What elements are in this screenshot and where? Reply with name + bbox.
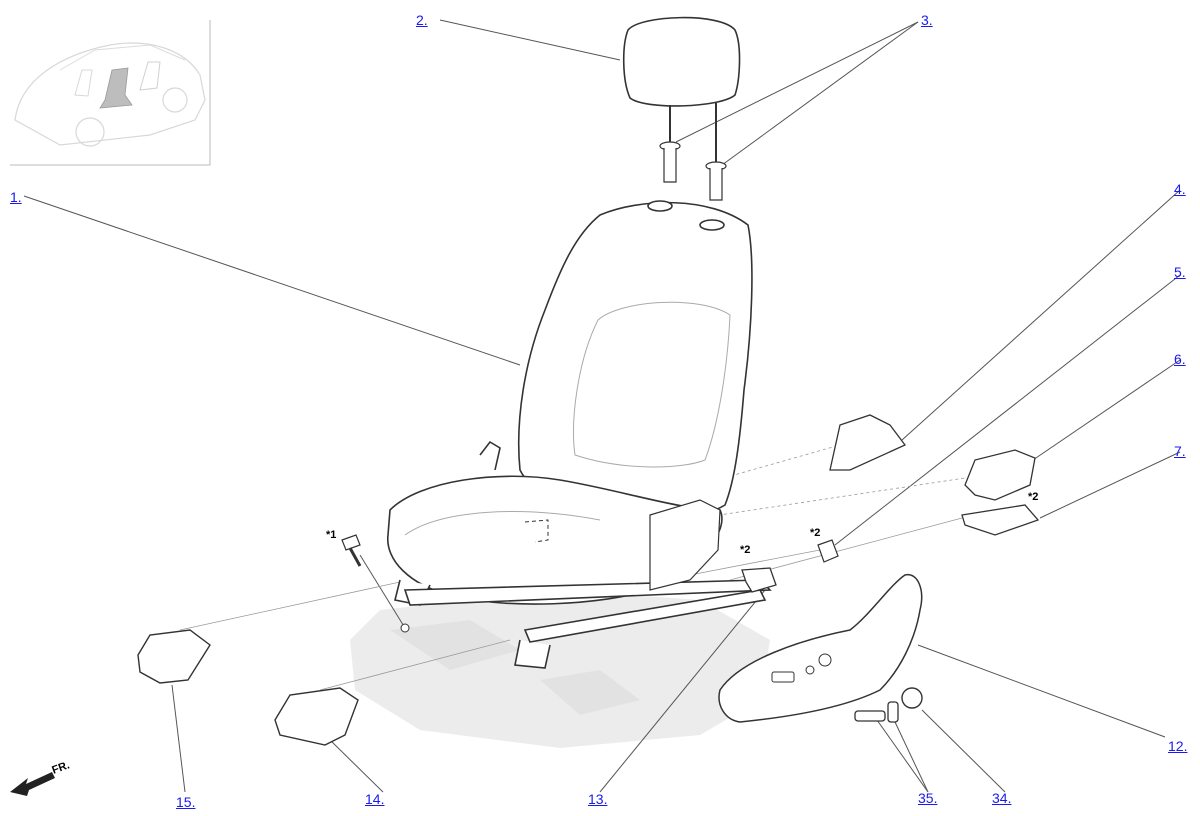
rail-cover-front-outer — [274, 687, 359, 746]
rail-cover-front-inner — [137, 629, 211, 684]
seat-hidden-lines — [524, 519, 549, 543]
note-star2-c: *2 — [1028, 491, 1039, 503]
callout-4[interactable]: 4. — [1174, 181, 1186, 197]
callout-35[interactable]: 35. — [918, 790, 938, 806]
note-star1: *1 — [326, 529, 337, 541]
front-seat-assembly — [387, 200, 772, 669]
recliner-cover-inner — [964, 449, 1036, 501]
leader-lines — [23, 19, 1181, 793]
callout-6[interactable]: 6. — [1174, 351, 1186, 367]
headrest-guides — [659, 141, 727, 201]
callout-15[interactable]: 15. — [176, 794, 196, 810]
switch-knobs — [854, 701, 899, 723]
knob — [901, 687, 923, 709]
callout-3[interactable]: 3. — [921, 12, 933, 28]
callout-34[interactable]: 34. — [992, 790, 1012, 806]
headrest — [622, 16, 741, 162]
callout-12[interactable]: 12. — [1168, 738, 1188, 754]
callout-14[interactable]: 14. — [365, 791, 385, 807]
rail-cover-inner-front — [741, 567, 777, 593]
floor-ghost — [350, 590, 770, 748]
vehicle-locator-thumbnail — [10, 20, 211, 166]
note-star2-a: *2 — [740, 544, 751, 556]
note-star2-b: *2 — [810, 527, 821, 539]
bolt — [341, 534, 362, 567]
front-direction-arrow-icon — [10, 772, 55, 796]
callout-2[interactable]: 2. — [416, 12, 428, 28]
callout-13[interactable]: 13. — [588, 791, 608, 807]
clip — [817, 539, 839, 563]
recliner-cover-outer — [829, 414, 907, 471]
callout-1[interactable]: 1. — [10, 189, 22, 205]
seat-side-shield — [718, 574, 923, 723]
callout-7[interactable]: 7. — [1174, 443, 1186, 459]
callout-5[interactable]: 5. — [1174, 264, 1186, 280]
rail-cover-rear — [961, 504, 1040, 536]
